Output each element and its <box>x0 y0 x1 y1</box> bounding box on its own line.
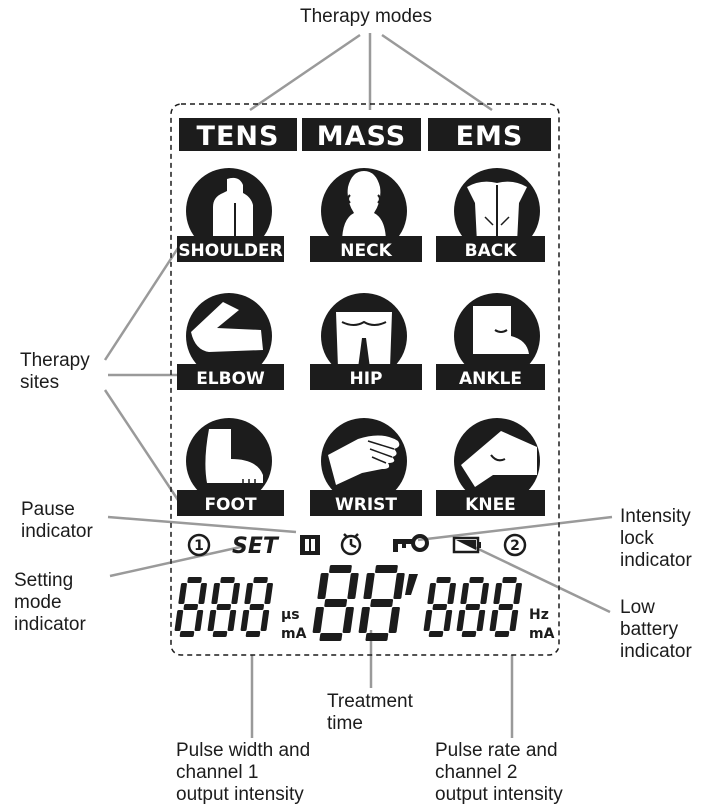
elbow-icon <box>186 293 272 379</box>
site-knee: KNEE <box>436 418 545 516</box>
ankle-icon <box>454 293 540 379</box>
svg-text:1: 1 <box>194 538 204 554</box>
site-label: ANKLE <box>459 369 522 389</box>
leader-setting-mode <box>109 544 246 578</box>
foot-icon <box>186 418 272 504</box>
site-neck: NECK <box>310 168 422 262</box>
callout-therapy-modes: Therapy modes <box>300 6 433 27</box>
battery-icon <box>452 536 481 554</box>
wrist-icon <box>321 418 407 504</box>
segment-display <box>174 565 522 641</box>
callout-pulse-width: Pulse width and channel 1 output intensi… <box>176 740 311 805</box>
callout-pause-indicator: Pause indicator <box>21 499 93 542</box>
leader-pause <box>107 515 297 534</box>
center-digit <box>358 565 405 641</box>
site-wrist: WRIST <box>310 418 422 516</box>
leader-modes-right <box>381 33 493 112</box>
leader-sites-shoulder <box>103 247 180 361</box>
leader-intensity-lock <box>417 515 613 542</box>
leader-low-battery <box>469 543 611 614</box>
site-label: ELBOW <box>196 369 265 389</box>
site-label: KNEE <box>465 495 516 515</box>
right-digit <box>489 577 522 637</box>
center-digit <box>312 565 359 641</box>
pause-icon <box>300 535 320 555</box>
callout-setting-mode: Setting mode indicator <box>14 570 86 635</box>
site-shoulder: SHOULDER <box>177 168 284 262</box>
channel-1-icon: 1 <box>187 533 211 557</box>
site-elbow: ELBOW <box>177 293 284 390</box>
right-digit <box>456 577 489 637</box>
mode-mass: MASS <box>302 118 421 152</box>
site-back: BACK <box>436 168 545 262</box>
callout-therapy-sites: Therapy sites <box>20 350 90 393</box>
site-label: SHOULDER <box>178 241 282 261</box>
unit-hz: Hz <box>529 607 549 623</box>
back-icon <box>454 168 540 254</box>
site-label: FOOT <box>204 495 257 515</box>
left-digit <box>240 577 273 637</box>
leader-modes-left <box>249 33 361 112</box>
unit-us: µs <box>281 607 300 623</box>
unit-ma-left: mA <box>281 626 307 642</box>
indicator-row: 1 SET 2 <box>187 533 527 559</box>
neck-icon <box>321 168 407 254</box>
left-digit <box>207 577 240 637</box>
leader-sites-foot <box>103 389 180 501</box>
callout-low-battery: Low battery indicator <box>620 597 692 662</box>
callout-treatment-time: Treatment time <box>327 691 413 734</box>
mode-label: EMS <box>456 121 524 152</box>
right-digit <box>423 577 456 637</box>
timer-icon <box>340 533 362 556</box>
hip-icon <box>321 293 407 379</box>
unit-ma-right: mA <box>529 626 555 642</box>
callout-pulse-rate: Pulse rate and channel 2 output intensit… <box>435 740 563 805</box>
site-ankle: ANKLE <box>436 293 545 390</box>
knee-icon <box>454 418 540 504</box>
site-label: NECK <box>340 241 392 261</box>
minute-mark <box>405 574 418 595</box>
callout-intensity-lock: Intensity lock indicator <box>620 506 692 571</box>
channel-2-icon: 2 <box>503 533 527 557</box>
key-icon <box>393 534 429 552</box>
mode-label: MASS <box>317 121 406 152</box>
site-hip: HIP <box>310 293 422 390</box>
set-indicator: SET <box>232 534 280 559</box>
mode-tens: TENS <box>179 118 297 152</box>
shoulder-icon <box>186 168 272 254</box>
site-label: BACK <box>465 241 518 261</box>
svg-text:2: 2 <box>510 538 520 554</box>
site-foot: FOOT <box>177 418 284 516</box>
mode-label: TENS <box>197 121 280 152</box>
lcd-frame <box>170 103 560 656</box>
site-label: HIP <box>349 369 382 389</box>
site-label: WRIST <box>335 495 397 515</box>
left-digit <box>174 577 207 637</box>
mode-ems: EMS <box>428 118 551 152</box>
